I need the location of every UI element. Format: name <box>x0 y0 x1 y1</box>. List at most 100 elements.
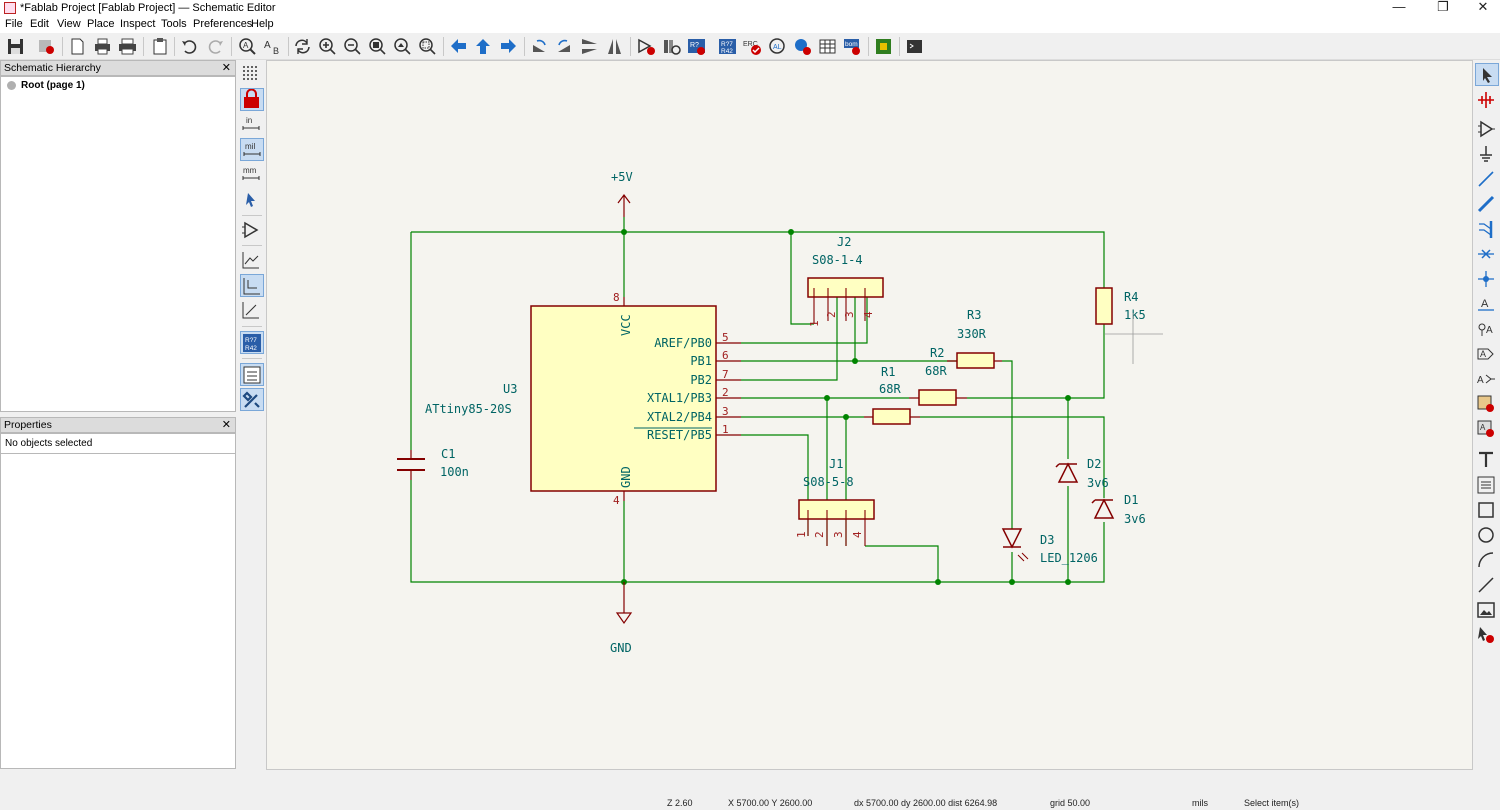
import-sheet-pin-icon[interactable]: A <box>1475 418 1499 441</box>
minimize-button[interactable]: — <box>1392 0 1406 14</box>
footprint-viewer-icon[interactable] <box>792 36 813 57</box>
redo-icon[interactable] <box>205 36 226 57</box>
print-icon[interactable] <box>92 36 113 57</box>
grid-overrides-icon[interactable] <box>240 88 264 111</box>
add-circle-icon[interactable] <box>1475 524 1499 547</box>
d1-zener-symbol[interactable]: D1 3v6 <box>1091 493 1146 526</box>
line-mode-free-icon[interactable] <box>240 249 264 272</box>
undo-icon[interactable] <box>179 36 200 57</box>
hierarchy-panel-toggle-icon[interactable] <box>240 363 264 386</box>
u3-attiny85-symbol[interactable]: 8 4 VCC GND AREF/PB0 PB1 PB2 XTAL1/PB3 X… <box>425 291 741 507</box>
schematic-canvas[interactable]: +5V GND 8 4 VCC GND AREF/PB0 PB1 PB2 XTA… <box>266 60 1473 770</box>
sheet-pin-icon[interactable]: A <box>1475 368 1499 391</box>
zoom-objects-icon[interactable] <box>392 36 413 57</box>
navigate-forward-icon[interactable] <box>498 36 519 57</box>
navigate-back-icon[interactable] <box>448 36 469 57</box>
add-line-icon[interactable] <box>1475 574 1499 597</box>
c1-capacitor-symbol[interactable]: C1 100n <box>397 447 469 480</box>
navigate-up-icon[interactable] <box>473 36 494 57</box>
j2-connector-symbol[interactable]: 1 2 3 4 J2 S08-1-4 <box>807 235 884 327</box>
d2-zener-symbol[interactable]: D2 3v6 <box>1055 457 1109 490</box>
grid-toggle-icon[interactable] <box>240 63 264 86</box>
j1-connector-symbol[interactable]: 1 2 3 4 J1 S08-5-8 <box>795 457 875 546</box>
no-connect-icon[interactable] <box>1475 243 1499 266</box>
d3-led-symbol[interactable]: D3 LED_1206 <box>1001 528 1098 565</box>
footprint-assign-icon[interactable]: AL <box>767 36 788 57</box>
zoom-selection-icon[interactable] <box>417 36 438 57</box>
page-settings-icon[interactable] <box>67 36 88 57</box>
mirror-horizontal-icon[interactable] <box>604 36 625 57</box>
units-mil-button[interactable]: mil <box>240 138 264 161</box>
rotate-cw-icon[interactable] <box>554 36 575 57</box>
plot-icon[interactable] <box>117 36 138 57</box>
add-wire-icon[interactable] <box>1475 168 1499 191</box>
svg-text:R42: R42 <box>721 48 733 55</box>
zoom-in-icon[interactable] <box>317 36 338 57</box>
paste-icon[interactable] <box>150 36 171 57</box>
bom-table-icon[interactable] <box>817 36 838 57</box>
menu-tools[interactable]: Tools <box>161 18 187 30</box>
line-mode-45-icon[interactable] <box>240 299 264 322</box>
add-text-icon[interactable] <box>1475 449 1499 472</box>
select-tool-icon[interactable] <box>1475 63 1499 86</box>
menu-edit[interactable]: Edit <box>30 18 49 30</box>
r4-resistor-symbol[interactable]: R4 1k5 <box>1095 287 1146 325</box>
j2-value: S08-1-4 <box>812 253 863 267</box>
units-mm-button[interactable]: mm <box>240 163 264 186</box>
junction-icon[interactable] <box>1475 268 1499 291</box>
scripting-console-icon[interactable] <box>904 36 925 57</box>
add-rectangle-icon[interactable] <box>1475 499 1499 522</box>
hierarchical-label-icon[interactable]: A <box>1475 343 1499 366</box>
properties-panel-toggle-icon[interactable] <box>240 388 264 411</box>
close-icon[interactable]: ✕ <box>221 62 231 74</box>
save-icon[interactable] <box>5 36 26 57</box>
bus-entry-icon[interactable] <box>1475 218 1499 241</box>
delete-tool-icon[interactable] <box>1475 624 1499 647</box>
add-power-icon[interactable] <box>1475 143 1499 166</box>
menu-preferences[interactable]: Preferences <box>193 18 253 30</box>
erc-icon[interactable]: ERC <box>742 36 763 57</box>
refresh-icon[interactable] <box>292 36 313 57</box>
symbol-library-browser-icon[interactable] <box>661 36 682 57</box>
add-symbol-icon[interactable] <box>1475 118 1499 141</box>
highlight-net-icon[interactable] <box>1475 88 1499 111</box>
find-icon[interactable]: A <box>237 36 258 57</box>
r2-resistor-symbol[interactable]: R2 68R <box>909 346 967 406</box>
add-arc-icon[interactable] <box>1475 549 1499 572</box>
add-sheet-icon[interactable] <box>1475 393 1499 416</box>
annotate-icon[interactable]: R? <box>686 36 707 57</box>
net-label-icon[interactable]: A <box>1475 293 1499 316</box>
line-mode-90-icon[interactable] <box>240 274 264 297</box>
menu-help[interactable]: Help <box>251 18 274 30</box>
r3-resistor-symbol[interactable]: R3 330R <box>947 308 1002 369</box>
rotate-ccw-icon[interactable] <box>529 36 550 57</box>
add-image-icon[interactable] <box>1475 599 1499 622</box>
symbol-editor-icon[interactable] <box>636 36 657 57</box>
open-pcb-editor-icon[interactable] <box>873 36 894 57</box>
add-textbox-icon[interactable] <box>1475 474 1499 497</box>
mirror-vertical-icon[interactable] <box>579 36 600 57</box>
global-label-icon[interactable]: A <box>1475 318 1499 341</box>
restore-button[interactable]: ❐ <box>1437 0 1449 14</box>
hierarchy-root-item[interactable]: Root (page 1) <box>21 80 85 91</box>
gnd-symbol[interactable]: GND <box>610 582 633 655</box>
add-bus-icon[interactable] <box>1475 193 1499 216</box>
menu-view[interactable]: View <box>57 18 81 30</box>
r1-resistor-symbol[interactable]: R1 68R <box>864 365 920 425</box>
cursor-shape-icon[interactable] <box>240 189 264 212</box>
close-window-button[interactable]: ✕ <box>1477 0 1489 14</box>
units-inch-button[interactable]: in <box>240 113 264 136</box>
schematic-setup-icon[interactable] <box>36 36 57 57</box>
close-icon[interactable]: ✕ <box>221 419 231 431</box>
zoom-out-icon[interactable] <box>342 36 363 57</box>
power-5v-symbol[interactable]: +5V <box>611 170 633 217</box>
zoom-fit-icon[interactable] <box>367 36 388 57</box>
menu-place[interactable]: Place <box>87 18 115 30</box>
hidden-pins-icon[interactable] <box>240 219 264 242</box>
menu-inspect[interactable]: Inspect <box>120 18 156 30</box>
generate-bom-icon[interactable]: bom <box>842 36 863 57</box>
menu-file[interactable]: File <box>5 18 23 30</box>
